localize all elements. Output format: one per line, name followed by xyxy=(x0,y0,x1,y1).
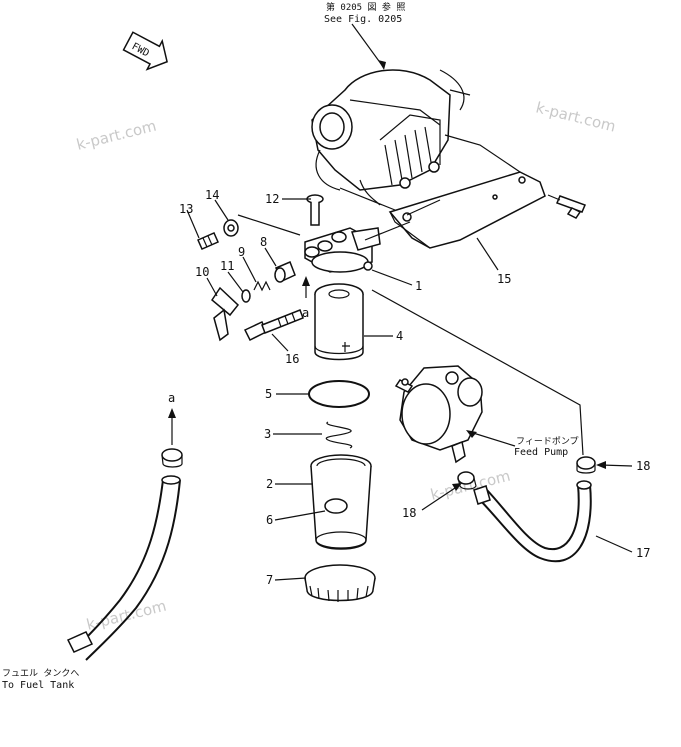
watermark: k-part.com xyxy=(534,98,618,135)
fwd-arrow-icon: FWD xyxy=(122,31,168,71)
callout-10: 10 xyxy=(195,265,209,279)
callout-15: 15 xyxy=(497,272,511,286)
callout-11: 11 xyxy=(220,259,234,273)
feed-pump-label-jp: フィードポンプ xyxy=(516,436,579,447)
feed-pump-leader xyxy=(469,431,516,447)
callout-17: 17 xyxy=(636,546,650,560)
clamp-18-right xyxy=(576,456,596,474)
callout-5: 5 xyxy=(265,387,272,401)
reference-arrowhead xyxy=(378,60,386,70)
reference-jp: 第 0205 図 参 照 xyxy=(326,1,405,13)
fuel-tank-label-jp: フュエル タンクへ xyxy=(2,668,79,679)
float-6 xyxy=(324,498,348,514)
callout-16: 16 xyxy=(285,352,299,366)
reference-en: See Fig. 0205 xyxy=(324,14,402,25)
watermark: k-part.com xyxy=(85,597,169,634)
callout-a-lower: a xyxy=(168,391,175,405)
head-to-bracket-line xyxy=(364,221,411,241)
fuel-tank-hose xyxy=(66,448,183,661)
ring-nut-7 xyxy=(304,564,376,602)
callout-18-right: 18 xyxy=(636,459,650,473)
callout-3: 3 xyxy=(264,427,271,441)
o-ring-11 xyxy=(241,289,251,303)
leader-14 xyxy=(237,214,301,236)
o-ring-5 xyxy=(308,380,370,408)
bolt-12 xyxy=(306,194,324,226)
spring-3 xyxy=(325,421,353,449)
callout-18-left: 18 xyxy=(402,506,416,520)
filter-head xyxy=(304,227,381,273)
callout-14: 14 xyxy=(205,188,219,202)
drain-10 xyxy=(211,286,240,342)
feed-pump xyxy=(394,365,483,464)
bracket-15 xyxy=(339,134,546,249)
engine-block xyxy=(311,69,471,206)
callout-2: 2 xyxy=(266,477,273,491)
clamp-18-left xyxy=(457,471,477,490)
filter-element-4 xyxy=(314,283,364,361)
bracket-bolt xyxy=(547,194,587,219)
callout-1: 1 xyxy=(415,279,422,293)
fuel-tank-label-en: To Fuel Tank xyxy=(2,680,74,691)
callout-12: 12 xyxy=(265,192,279,206)
callout-8: 8 xyxy=(260,235,267,249)
hose-17 xyxy=(473,480,592,563)
bolt-16 xyxy=(243,309,304,342)
callout-7: 7 xyxy=(266,573,273,587)
callout-6: 6 xyxy=(266,513,273,527)
callout-a-upper: a xyxy=(302,306,309,320)
bolt-13 xyxy=(197,232,219,250)
head-to-fitting-line xyxy=(371,289,584,456)
spring-9 xyxy=(253,280,271,292)
callout-9: 9 xyxy=(238,245,245,259)
callout-13: 13 xyxy=(179,202,193,216)
watermark: k-part.com xyxy=(75,117,159,154)
feed-pump-label-en: Feed Pump xyxy=(514,447,568,458)
callout-4: 4 xyxy=(396,329,403,343)
